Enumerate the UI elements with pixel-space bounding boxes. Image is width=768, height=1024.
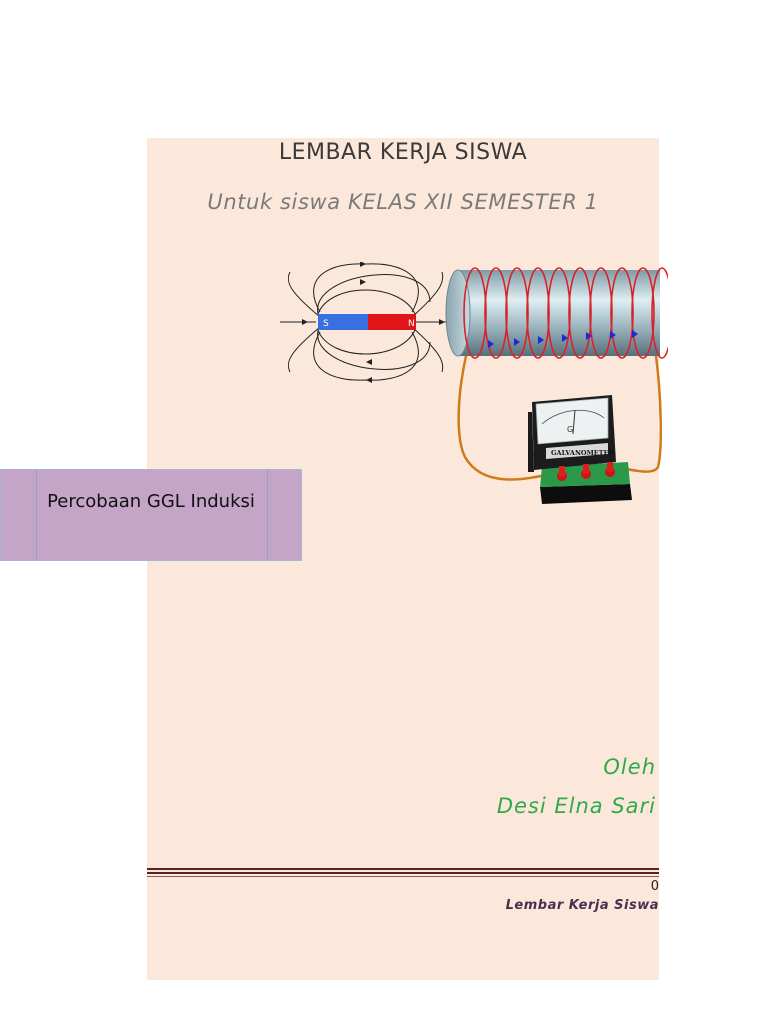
footer-text: Lembar Kerja Siswa [505, 898, 659, 913]
lead-wires [457, 355, 663, 481]
solenoid-coil [445, 267, 668, 359]
footer-rule [147, 868, 659, 870]
label-box-divider-right [267, 470, 268, 560]
author-name: Desi Elna Sari [496, 794, 656, 818]
galvanometer-symbol: G [567, 425, 573, 434]
galvanometer: G GALVANOMETER [528, 395, 632, 504]
galvanometer-label: GALVANOMETER [551, 449, 615, 457]
experiment-label-box: Percobaan GGL Induksi [0, 469, 302, 561]
footer-rule-thin [147, 876, 659, 877]
experiment-label: Percobaan GGL Induksi [47, 491, 255, 512]
page-number: 0 [650, 879, 659, 894]
document-subtitle: Untuk siswa KELAS XII SEMESTER 1 [207, 190, 599, 214]
induction-experiment-illustration: S N [280, 262, 668, 504]
author-label: Oleh [603, 755, 656, 779]
field-arrows [302, 262, 445, 383]
label-box-divider-left [36, 470, 37, 560]
magnet-south-label: S [323, 319, 329, 329]
magnet-north-label: N [408, 319, 415, 329]
document-title: LEMBAR KERJA SISWA [278, 140, 528, 165]
bar-magnet: S N [318, 314, 416, 330]
footer-rule-double [147, 872, 659, 874]
